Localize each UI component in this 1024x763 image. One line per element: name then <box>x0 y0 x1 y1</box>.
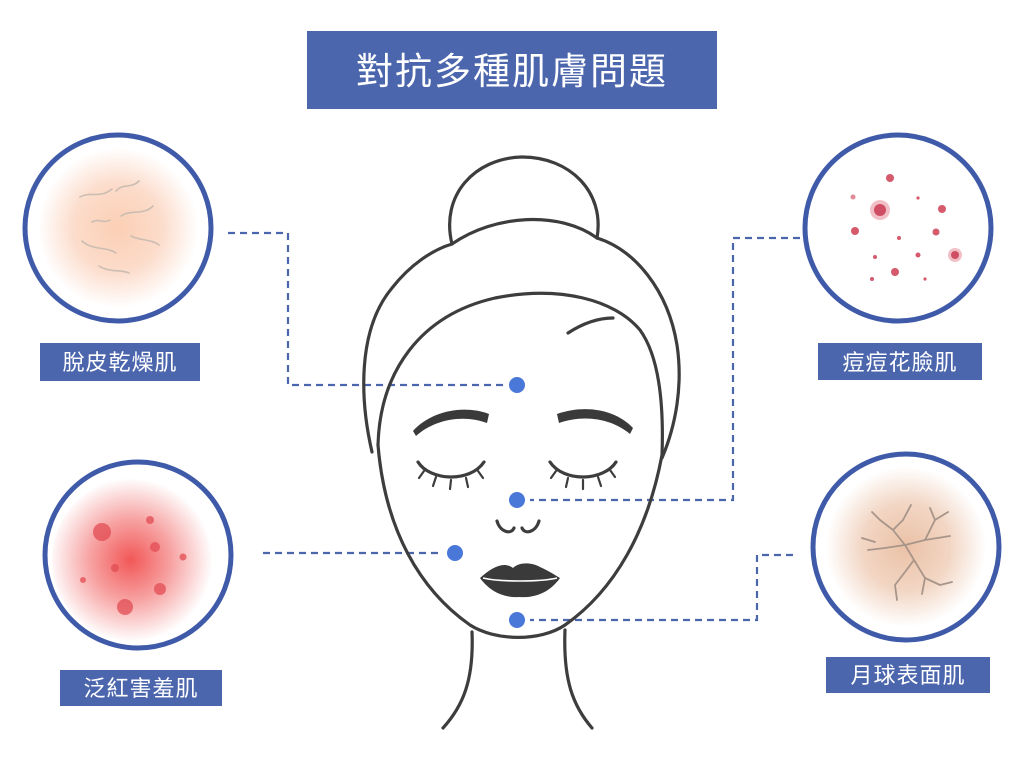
cracked-ring <box>810 451 1002 643</box>
face-markers <box>447 377 525 628</box>
towel-left-edge <box>362 242 454 454</box>
acne-spot <box>951 251 959 259</box>
acne-spot <box>916 196 920 200</box>
cracked-skin-panel: 月球表面肌 <box>810 451 1002 693</box>
cheek-marker <box>447 545 463 561</box>
redness-ring <box>42 459 234 651</box>
left-eyebrow <box>413 409 489 436</box>
acne-panel: 痘痘花臉肌 <box>802 132 994 380</box>
right-eyebrow <box>557 409 633 434</box>
red-spot <box>154 583 166 595</box>
face-illustration <box>362 155 681 730</box>
acne-spot <box>938 205 946 213</box>
towel-fold <box>566 316 615 335</box>
redness-panel: 泛紅害羞肌 <box>42 459 234 706</box>
acne-spot <box>932 228 940 236</box>
connector-acne <box>530 236 800 502</box>
neck-left <box>441 630 474 730</box>
left-eyelid <box>416 460 486 479</box>
acne-ring <box>802 132 994 324</box>
red-spot <box>80 577 86 583</box>
towel-right-edge <box>595 236 681 460</box>
forehead-marker <box>509 377 525 393</box>
red-spot <box>150 542 160 552</box>
connector-lines <box>228 231 800 622</box>
title-banner: 對抗多種肌膚問題 <box>307 31 717 109</box>
red-spot <box>117 599 133 615</box>
right-closed-eye <box>548 460 618 491</box>
lips-line <box>482 577 558 582</box>
red-spot <box>179 553 187 561</box>
towel-band-edge <box>376 291 664 457</box>
nose-left <box>495 519 516 534</box>
acne-spot <box>873 255 877 259</box>
title-box <box>307 31 717 109</box>
acne-spot <box>850 194 856 200</box>
redness-label: 泛紅害羞肌 <box>83 677 198 702</box>
red-spot <box>111 564 119 572</box>
acne-spot <box>897 236 901 240</box>
red-spot <box>146 516 154 524</box>
hair-bun <box>448 155 600 246</box>
dry-skin-panel: 脫皮乾燥肌 <box>22 132 214 381</box>
dry-skin-label: 脫皮乾燥肌 <box>62 351 177 376</box>
redness-skin-icon <box>52 478 216 642</box>
page-title: 對抗多種肌膚問題 <box>356 50 668 93</box>
redness-spots <box>80 516 187 615</box>
acne-spot <box>870 277 874 281</box>
acne-spot <box>891 268 899 276</box>
cracked-label: 月球表面肌 <box>850 664 965 689</box>
lips <box>480 563 560 598</box>
connector-dry-skin <box>228 231 505 387</box>
bun-base-line <box>450 217 599 246</box>
dry-skin-label-box <box>40 343 200 381</box>
acne-background <box>807 137 989 319</box>
acne-spot <box>923 277 927 281</box>
cracked-label-box <box>826 657 990 693</box>
red-spot <box>93 523 111 541</box>
dry-flaky-skin-icon <box>38 148 198 308</box>
acne-label-box <box>818 343 982 380</box>
acne-spot <box>886 174 894 182</box>
nose-marker <box>509 492 525 508</box>
acne-label: 痘痘花臉肌 <box>842 351 957 376</box>
dry-skin-ring <box>22 132 214 324</box>
left-closed-eye <box>416 460 486 491</box>
acne-spot <box>915 252 921 258</box>
neck-right <box>563 628 594 730</box>
left-eyelashes <box>417 469 485 491</box>
chin-marker <box>509 612 525 628</box>
skin-cracks <box>861 504 953 601</box>
acne-spots-icon <box>850 174 962 281</box>
nose-right <box>520 519 541 534</box>
face-jaw <box>376 443 664 639</box>
right-eyelashes <box>549 468 617 491</box>
connector-cracked <box>530 553 793 622</box>
acne-spot <box>851 227 859 235</box>
redness-label-box <box>60 670 222 706</box>
acne-spot <box>874 204 886 216</box>
right-eyelid <box>548 460 618 479</box>
skin-flakes <box>79 180 160 274</box>
